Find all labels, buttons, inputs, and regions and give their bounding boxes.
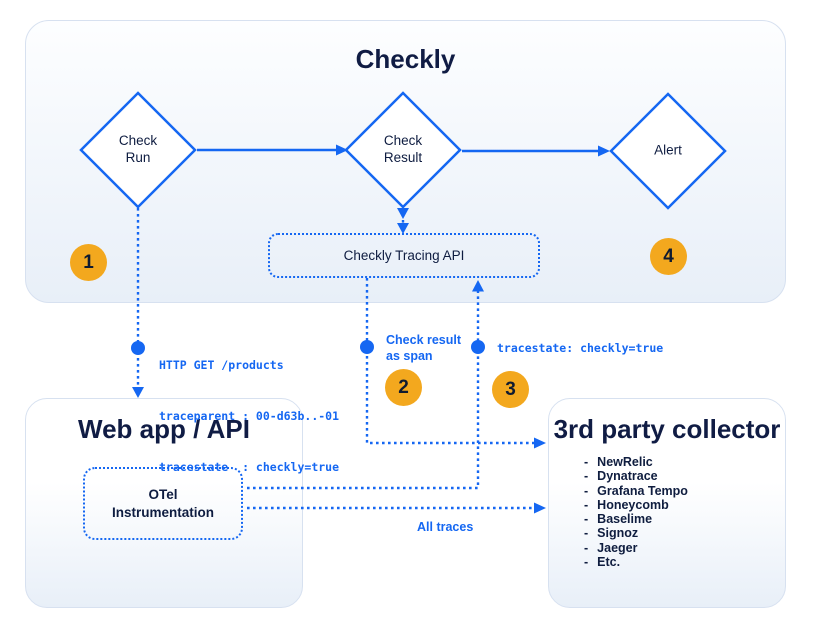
collector-title: 3rd party collector [553, 414, 781, 444]
http-request-line: tracestate : checkly=true [159, 460, 340, 474]
wire-dot [131, 341, 145, 355]
collector-item-label: Jaeger [597, 540, 638, 555]
collector-item: -Jaeger [584, 541, 785, 555]
check-result-as-span-line: as span [386, 349, 433, 363]
step-marker-1: 1 [70, 244, 107, 281]
node-label-alert: Alert [654, 142, 682, 158]
collector-item: -Signoz [584, 526, 785, 540]
dash-bullet-icon: - [584, 483, 589, 498]
checkly-title: Checkly [355, 44, 456, 74]
node-label-check-result: Check Result [383, 133, 423, 165]
tracing-api-label: Checkly Tracing API [343, 248, 465, 263]
collector-item: -Dynatrace [584, 469, 785, 483]
wire-dot [471, 340, 485, 354]
arrowhead-right-icon [534, 502, 546, 514]
step-marker-4: 4 [650, 238, 687, 275]
dash-bullet-icon: - [584, 469, 589, 484]
dash-bullet-icon: - [584, 512, 589, 527]
step-marker-2: 2 [385, 369, 422, 406]
collector-item: -Honeycomb [584, 498, 785, 512]
collector-list: -NewRelic-Dynatrace-Grafana Tempo-Honeyc… [549, 455, 785, 569]
collector-item-label: Baselime [597, 512, 653, 527]
collector-item-label: Signoz [597, 526, 639, 541]
collector-item-label: NewRelic [597, 455, 653, 469]
dash-bullet-icon: - [584, 526, 589, 541]
collector-item: -Baselime [584, 512, 785, 526]
all-traces-label: All traces [417, 520, 474, 534]
dash-bullet-icon: - [584, 497, 589, 512]
tracestate-annotation: tracestate: checkly=true [497, 341, 664, 355]
dash-bullet-icon: - [584, 555, 589, 570]
collector-item-label: Honeycomb [597, 497, 669, 512]
collector-item-label: Dynatrace [597, 469, 658, 484]
step-marker-3: 3 [492, 371, 529, 408]
check-result-as-span-label: Check result as span [386, 332, 461, 364]
tracing-api-box: Checkly Tracing API [268, 233, 540, 278]
http-request-line: HTTP GET /products [159, 358, 284, 372]
collector-item-label: Etc. [597, 555, 621, 570]
otel-instrumentation-box: OTel Instrumentation [83, 467, 243, 540]
webapp-container: Web app / API [25, 398, 303, 608]
collector-item: -Grafana Tempo [584, 484, 785, 498]
node-label-check-run: Check Run [118, 133, 158, 165]
http-request-annotation: HTTP GET /products traceparent : 00-d63b… [159, 323, 339, 510]
webapp-title: Web app / API [78, 414, 250, 444]
dash-bullet-icon: - [584, 455, 589, 469]
collector-container: 3rd party collector -NewRelic-Dynatrace-… [548, 398, 786, 608]
dash-bullet-icon: - [584, 540, 589, 555]
collector-item: -Etc. [584, 555, 785, 569]
http-request-line: traceparent : 00-d63b..-01 [159, 409, 340, 423]
arrowhead-right-icon [534, 437, 546, 449]
collector-item: -NewRelic [584, 455, 785, 469]
arrowhead-down-icon [132, 387, 144, 398]
wire-dot [360, 340, 374, 354]
collector-item-label: Grafana Tempo [597, 483, 688, 498]
otel-label: OTel Instrumentation [111, 486, 214, 520]
check-result-as-span-line: Check result [386, 333, 462, 347]
